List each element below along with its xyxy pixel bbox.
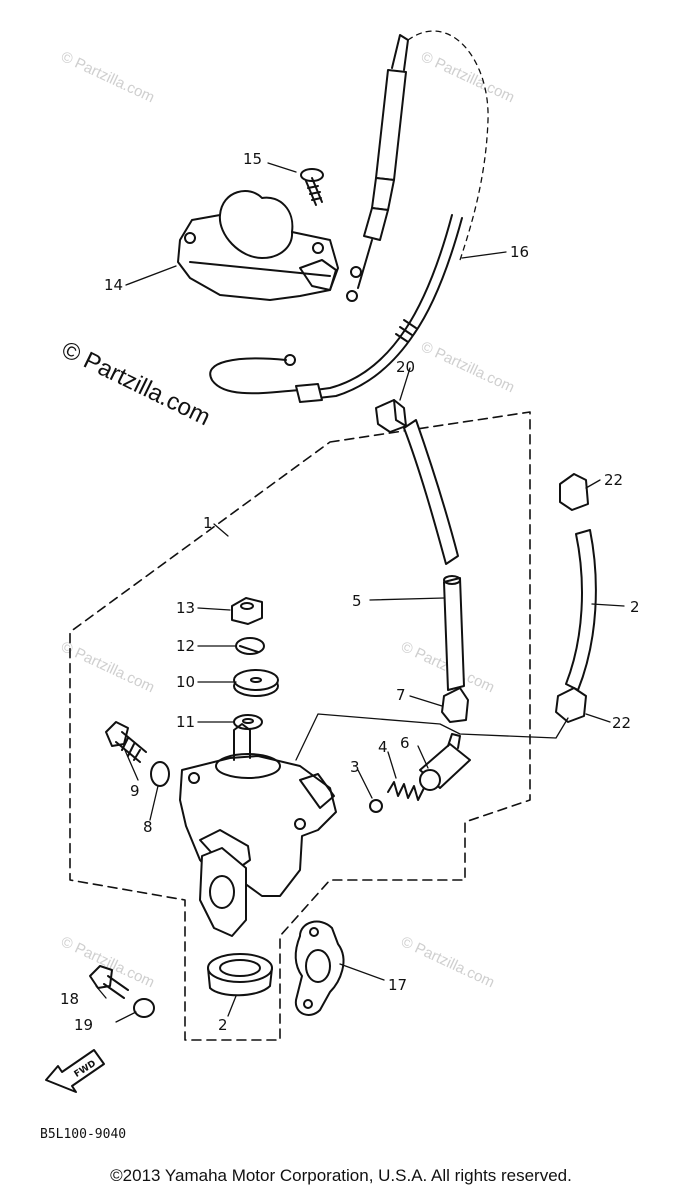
leader-lines [95,162,625,1023]
callout-1: 1 [203,514,213,532]
clamp-part [555,687,587,723]
bolt-part [105,721,147,763]
fitting-part [419,733,471,791]
watermark-text: © Partzilla.com [58,638,157,696]
pump-body-part [179,723,337,937]
hose-wire-part [209,214,463,403]
callout-10: 10 [176,673,195,691]
watermark-text: © Partzilla.com [398,933,497,991]
diagram-code: B5L100-9040 [40,1127,126,1142]
callout-7: 7 [396,686,406,704]
watermark-text: © Partzilla.com [418,48,517,106]
callout-15: 15 [243,150,262,168]
callout-6: 6 [400,734,410,752]
hose-part [403,419,465,691]
callout-22-lower: 22 [612,714,631,732]
seal-part [207,953,273,997]
callout-2-lower: 2 [218,1016,228,1034]
watermark-text: © Partzilla.com [58,48,157,106]
callout-labels: 15 14 16 20 1 22 5 2 13 12 10 11 7 22 6 … [60,150,640,1034]
callout-20: 20 [396,358,415,376]
watermark-text: © Partzilla.com [418,338,517,396]
gasket-part [294,920,345,1016]
ball-part [369,799,383,813]
callout-2-right: 2 [630,598,640,616]
callout-13: 13 [176,599,195,617]
spring-part [387,781,425,801]
clamp-part [559,473,589,511]
callout-12: 12 [176,637,195,655]
nut-part [231,597,263,625]
cover-part [177,190,339,301]
fwd-arrow-icon [45,1049,105,1093]
callout-4: 4 [378,738,388,756]
callout-19: 19 [74,1016,93,1034]
routing-line [295,713,569,761]
assembly-outline [69,411,531,1041]
callout-5: 5 [352,592,362,610]
cable-part [346,30,489,302]
callout-16: 16 [510,243,529,261]
callout-17: 17 [388,976,407,994]
callout-14: 14 [104,276,123,294]
washer-part [235,637,265,655]
clamp-part [441,687,469,723]
washer-part [133,998,155,1018]
callout-3: 3 [350,758,360,776]
callout-22-upper: 22 [604,471,623,489]
grommet-part [233,669,279,697]
copyright-notice: ©2013 Yamaha Motor Corporation, U.S.A. A… [110,1166,572,1185]
callout-11: 11 [176,713,195,731]
clamp-part [375,399,407,433]
callout-8: 8 [143,818,153,836]
watermark-text-large: © Partzilla.com [57,336,214,431]
callout-18: 18 [60,990,79,1008]
screw-part [300,168,324,206]
washer-part [150,761,170,787]
hose-part [565,529,597,691]
callout-9: 9 [130,782,140,800]
